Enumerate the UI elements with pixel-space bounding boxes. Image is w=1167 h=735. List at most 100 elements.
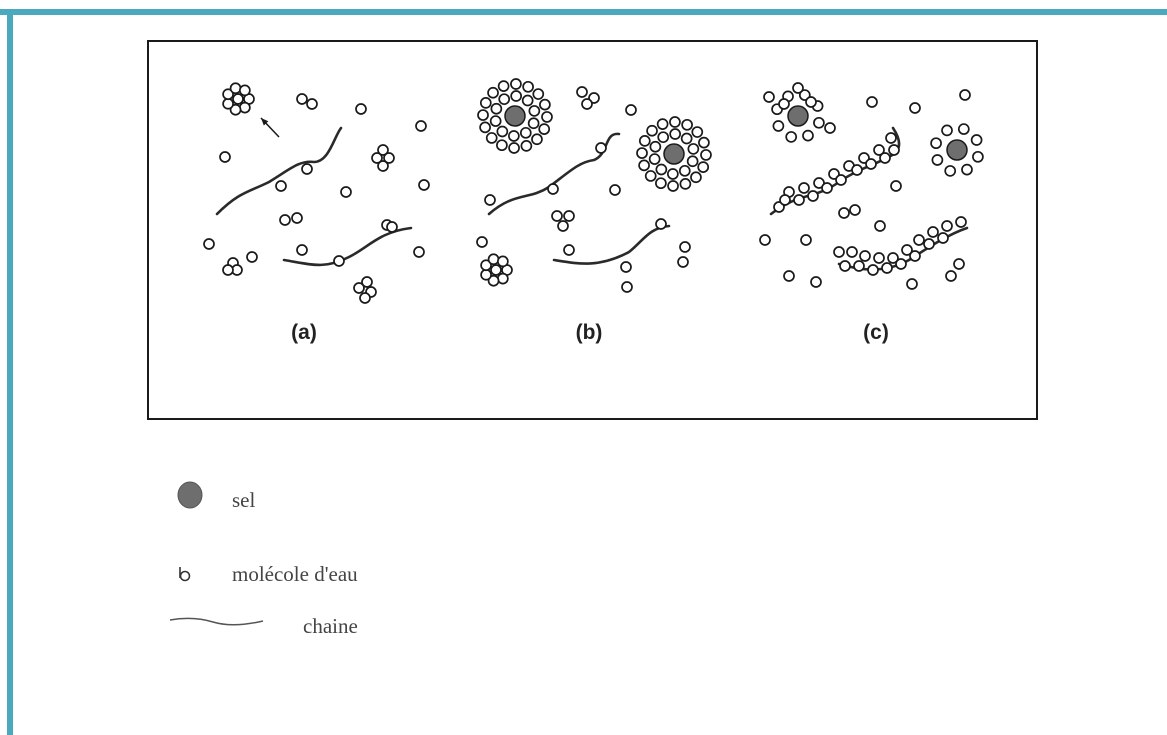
water-molecule — [415, 120, 427, 132]
water-cluster-molecule — [497, 255, 509, 268]
water-cluster-molecule — [480, 259, 492, 272]
salt-particle — [946, 139, 968, 161]
water-molecule — [901, 244, 913, 256]
hydration-shell-molecule — [687, 143, 700, 155]
chain-line-icon — [169, 617, 264, 626]
water-molecule — [333, 255, 345, 267]
hydration-shell-molecule — [700, 149, 712, 161]
water-cluster-molecule — [229, 82, 242, 95]
water-molecule — [810, 276, 822, 288]
water-molecule — [301, 163, 313, 175]
water-molecule — [340, 186, 352, 198]
hydration-shell-molecule — [931, 154, 944, 166]
hydration-shell-molecule — [669, 128, 681, 140]
hydration-shell-molecule — [957, 123, 970, 135]
polymer-chain — [215, 126, 343, 216]
water-cluster-molecule — [239, 84, 251, 97]
hydration-shell-molecule — [678, 164, 691, 177]
water-molecule — [490, 264, 502, 276]
hydration-shell-molecule — [531, 133, 543, 146]
panel-label-a: (a) — [291, 321, 317, 344]
water-molecule — [873, 252, 885, 264]
diagram-canvas: (a) (b) (c) — [203, 78, 984, 344]
water-molecule — [677, 256, 689, 268]
hydration-shell-molecule — [655, 163, 668, 176]
hydration-shell-molecule — [479, 121, 491, 134]
water-molecule — [945, 270, 957, 282]
water-molecule — [937, 232, 949, 244]
hydration-shell-molecule — [644, 170, 657, 182]
water-molecule — [885, 132, 897, 144]
hydration-shell-molecule — [489, 115, 502, 127]
legend-label-chain: chaine — [303, 614, 358, 638]
water-molecule — [805, 96, 817, 108]
hydration-shell-molecule — [961, 163, 973, 176]
hydration-shell-molecule — [679, 178, 692, 190]
water-molecule — [275, 180, 287, 192]
frame-top-border — [0, 9, 1167, 15]
water-molecule — [895, 258, 907, 270]
hydration-shell-molecule — [520, 140, 533, 152]
hydration-shell-molecule — [785, 131, 798, 143]
hydration-shell-molecule — [636, 147, 648, 159]
water-molecule — [609, 184, 621, 196]
water-molecule — [833, 246, 845, 258]
water-molecule — [879, 152, 891, 164]
hydration-shell-molecule — [681, 118, 693, 131]
water-molecule — [955, 216, 967, 228]
water-molecule — [203, 238, 215, 250]
hydration-shell-molecule — [638, 135, 651, 147]
hydration-shell-molecule — [532, 88, 545, 100]
water-molecule — [547, 183, 559, 195]
hydration-shell-molecule — [496, 139, 508, 152]
hydration-shell-molecule — [490, 102, 503, 115]
water-molecule — [909, 102, 921, 114]
water-molecule — [866, 96, 878, 108]
water-cluster-molecule — [487, 253, 500, 266]
hydration-shell-molecule — [528, 105, 541, 117]
hydration-shell-molecule — [944, 165, 957, 177]
water-molecule — [824, 122, 836, 134]
hydration-shell-molecule — [648, 153, 661, 165]
panel-label-b: (b) — [576, 321, 603, 344]
water-molecule — [906, 278, 918, 290]
hydration-shell-molecule — [498, 93, 511, 106]
hydration-shell-molecule — [802, 129, 814, 142]
hydration-shell-molecule — [970, 134, 983, 146]
salt-particle-icon — [177, 481, 203, 509]
water-molecule — [581, 98, 593, 110]
water-molecule — [888, 144, 900, 156]
diagram-group — [203, 78, 984, 304]
water-molecule — [484, 194, 496, 206]
water-molecule — [759, 234, 771, 246]
water-molecule — [800, 234, 812, 246]
water-cluster-molecule — [222, 88, 234, 101]
hydration-shell-molecule — [539, 98, 551, 111]
water-molecule — [576, 86, 588, 98]
hydration-shell-molecule — [487, 86, 499, 99]
water-molecule — [291, 212, 303, 224]
hydration-shell-molecule — [656, 118, 669, 130]
water-molecule-icon — [179, 567, 191, 582]
water-molecule — [383, 152, 395, 164]
figure-box: (a) (b) (c) — [147, 40, 1038, 420]
hydration-shell-molecule — [521, 94, 534, 107]
legend-label-water: molécole d'eau — [232, 562, 358, 586]
water-molecule — [279, 214, 291, 226]
water-molecule — [625, 104, 637, 116]
water-molecule — [851, 164, 863, 176]
hydration-shell-molecule — [477, 109, 489, 121]
salt-particle — [504, 105, 526, 127]
hydration-shell-molecule — [541, 111, 553, 123]
water-molecule — [783, 270, 795, 282]
hydration-shell-molecule — [669, 116, 681, 128]
polymer-chain — [487, 132, 621, 216]
water-molecule — [839, 260, 851, 272]
hydration-shell-molecule — [638, 159, 650, 172]
hydration-shell-molecule — [686, 155, 699, 168]
water-molecule — [890, 180, 902, 192]
water-molecule — [874, 220, 886, 232]
hydration-shell-molecule — [930, 137, 942, 150]
water-molecule — [386, 221, 398, 233]
water-molecule — [353, 282, 365, 294]
